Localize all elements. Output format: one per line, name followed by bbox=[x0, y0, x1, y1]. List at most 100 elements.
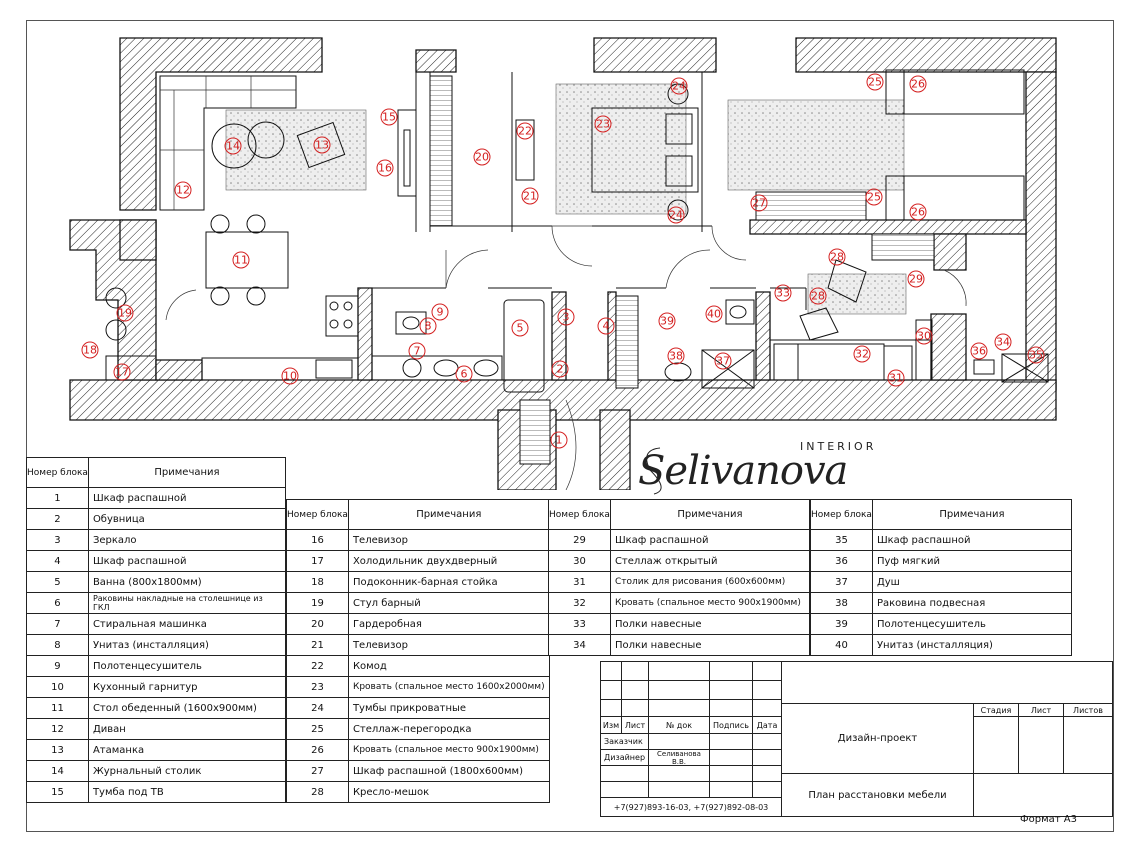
row-note: Комод bbox=[347, 655, 550, 677]
plan-marker: 36 bbox=[970, 342, 988, 360]
svg-text:23: 23 bbox=[596, 118, 610, 131]
row-note: Стеллаж-перегородка bbox=[347, 718, 550, 740]
col-num: Номер блока bbox=[286, 499, 349, 530]
col-notes: Примечания bbox=[87, 457, 287, 488]
svg-text:31: 31 bbox=[889, 372, 903, 385]
kids-rug-2 bbox=[807, 273, 907, 315]
svg-text:21: 21 bbox=[523, 190, 537, 203]
row-note: Раковина подвесная bbox=[871, 592, 1073, 614]
row-number: 19 bbox=[286, 592, 349, 614]
plan-marker: 24 bbox=[670, 77, 688, 95]
fridge bbox=[105, 355, 157, 381]
row-note: Кровать (спальное место 900х1900мм) bbox=[609, 592, 811, 614]
row-note: Телевизор bbox=[347, 634, 550, 656]
svg-text:9: 9 bbox=[437, 306, 444, 319]
row-number: 40 bbox=[810, 634, 873, 656]
row-number: 18 bbox=[286, 571, 349, 593]
svg-text:13: 13 bbox=[315, 139, 329, 152]
sofa bbox=[159, 75, 297, 211]
plan-marker: 18 bbox=[81, 341, 99, 359]
plan-marker: 21 bbox=[521, 187, 539, 205]
svg-text:14: 14 bbox=[226, 140, 240, 153]
row-number: 6 bbox=[26, 592, 89, 614]
plan-marker: 26 bbox=[909, 75, 927, 93]
row-number: 35 bbox=[810, 529, 873, 551]
title-block: Изм Лист № док Подпись Дата Заказчик Диз… bbox=[600, 661, 1113, 817]
plan-marker: 28 bbox=[809, 287, 827, 305]
logo-word: Selivanova bbox=[638, 448, 847, 494]
wardrobe-27 bbox=[755, 191, 867, 221]
plan-marker: 3 bbox=[557, 308, 575, 326]
svg-text:2: 2 bbox=[557, 363, 564, 376]
svg-text:27: 27 bbox=[752, 197, 766, 210]
row-number: 24 bbox=[286, 697, 349, 719]
row-number: 25 bbox=[286, 718, 349, 740]
row-number: 11 bbox=[26, 697, 89, 719]
row-note: Шкаф распашной (1800х600мм) bbox=[347, 760, 550, 782]
row-note: Журнальный столик bbox=[87, 760, 287, 782]
plan-marker: 2 bbox=[551, 360, 569, 378]
plan-marker: 30 bbox=[915, 327, 933, 345]
row-note: Кровать (спальное место 900х1900мм) bbox=[347, 739, 550, 761]
row-number: 32 bbox=[548, 592, 611, 614]
svg-text:3: 3 bbox=[563, 311, 570, 324]
wardrobe-4 bbox=[615, 295, 639, 389]
single-beds bbox=[885, 69, 1025, 221]
svg-text:10: 10 bbox=[283, 370, 297, 383]
row-note: Шкаф распашной bbox=[87, 550, 287, 572]
double-bed bbox=[591, 83, 699, 221]
stamp-sheet: Лист bbox=[1018, 703, 1064, 717]
svg-text:38: 38 bbox=[669, 350, 683, 363]
living-rug bbox=[225, 109, 367, 191]
plan-marker: 27 bbox=[750, 194, 768, 212]
row-number: 33 bbox=[548, 613, 611, 635]
svg-text:6: 6 bbox=[461, 368, 468, 381]
plan-marker: 12 bbox=[174, 181, 192, 199]
plan-marker: 9 bbox=[431, 303, 449, 321]
svg-text:1: 1 bbox=[556, 434, 563, 447]
svg-text:25: 25 bbox=[868, 76, 882, 89]
row-note: Гардеробная bbox=[347, 613, 550, 635]
svg-text:36: 36 bbox=[972, 345, 986, 358]
row-note: Полотенцесушитель bbox=[871, 613, 1073, 635]
stamp-list: Лист bbox=[621, 716, 649, 734]
plan-markers: 1 2 3 4 5 6 7 8 9 10 11 12 13 14 15 16 1… bbox=[81, 73, 1045, 449]
row-note: Шкаф распашной bbox=[609, 529, 811, 551]
bathroom bbox=[371, 299, 545, 393]
plan-marker: 40 bbox=[705, 305, 723, 323]
plan-marker: 17 bbox=[113, 363, 131, 381]
plan-marker: 35 bbox=[1027, 346, 1045, 364]
row-note: Полки навесные bbox=[609, 634, 811, 656]
row-number: 5 bbox=[26, 571, 89, 593]
row-note: Обувница bbox=[87, 508, 287, 530]
plan-marker: 16 bbox=[376, 159, 394, 177]
plan-marker: 33 bbox=[774, 284, 792, 302]
plan-marker: 34 bbox=[994, 333, 1012, 351]
row-note: Пуф мягкий bbox=[871, 550, 1073, 572]
row-note: Полотенцесушитель bbox=[87, 655, 287, 677]
svg-text:17: 17 bbox=[115, 366, 129, 379]
row-number: 9 bbox=[26, 655, 89, 677]
row-note: Раковины накладные на столешнице из ГКЛ bbox=[87, 592, 287, 614]
